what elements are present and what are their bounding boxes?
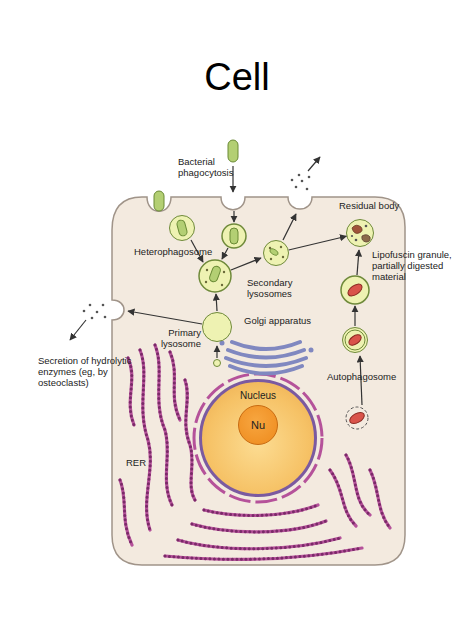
secreted-dot xyxy=(89,304,92,307)
golgi-cisterna xyxy=(228,350,304,358)
golgi-cisterna xyxy=(230,366,302,374)
enzyme-dot xyxy=(280,246,282,248)
enzyme-dot xyxy=(282,256,284,258)
enzyme-dot xyxy=(221,284,223,286)
arrow xyxy=(70,320,86,340)
mitochondrion xyxy=(346,282,364,299)
bacterium xyxy=(176,219,188,237)
secondary-lysosome: Secondary lysosomes xyxy=(263,240,289,266)
forming-membrane xyxy=(346,407,368,429)
secreted-dot xyxy=(83,310,86,313)
diagram-title: Cell xyxy=(0,58,474,96)
fusing-lysosome xyxy=(199,260,231,292)
budding-vesicle xyxy=(214,360,221,367)
residual-body: Residual body xyxy=(346,219,374,247)
secreted-dot xyxy=(308,176,311,179)
autophagosome: Autophagosome xyxy=(342,327,368,353)
arrow xyxy=(283,214,296,240)
arrow xyxy=(231,258,261,270)
lipofuscin xyxy=(362,235,370,242)
secreted-dot xyxy=(96,311,99,314)
secreted-dot xyxy=(104,316,107,319)
secreted-dot xyxy=(291,179,294,182)
phagosome xyxy=(222,224,246,248)
bacterium xyxy=(209,265,222,283)
enzyme-dot xyxy=(223,271,225,273)
arrow xyxy=(222,248,228,259)
part-label: RER xyxy=(126,458,156,469)
secreted-dot xyxy=(91,317,94,320)
enzyme-dot xyxy=(206,269,208,271)
arrow xyxy=(216,294,217,311)
node-label: Secondary lysosomes xyxy=(247,278,303,300)
bacterial-fragment xyxy=(269,248,279,257)
node-label: Nu xyxy=(238,405,278,445)
golgi-vesicle xyxy=(309,348,314,353)
nucleus: NucleusNu xyxy=(199,379,317,497)
inner-membrane xyxy=(345,330,365,350)
arrow xyxy=(233,211,234,222)
arrow xyxy=(128,311,202,324)
mitochondrion xyxy=(347,333,363,348)
nuclear-envelope-rer xyxy=(194,374,322,502)
part-label: Golgi apparatus xyxy=(244,316,324,327)
residue-dot xyxy=(365,225,368,228)
secreted-dot xyxy=(301,180,304,183)
mitochondrion xyxy=(348,410,366,426)
node-label: Nucleus xyxy=(199,390,317,402)
pathway-arrow xyxy=(289,236,347,250)
arrow xyxy=(308,157,320,171)
part-label: Secretion of hydrolytic enzymes (eg, by … xyxy=(38,356,134,389)
residue-dot xyxy=(355,239,358,242)
enzyme-dot xyxy=(270,258,272,260)
node-label: Residual body xyxy=(339,201,411,212)
residue-dot xyxy=(351,235,353,237)
bacterium xyxy=(154,191,164,211)
node-label: Autophagosome xyxy=(327,372,409,383)
nucleolus: Nu xyxy=(238,405,278,445)
enzyme-dot xyxy=(205,281,207,283)
part-label: Lipofuscin granule, partially digested m… xyxy=(372,250,464,283)
secreted-dot xyxy=(102,304,105,307)
secreted-dot xyxy=(295,186,298,189)
secreted-dot xyxy=(298,174,301,177)
heterophagosome: Heterophagosome xyxy=(169,215,195,241)
bacterium xyxy=(230,228,238,244)
node-label: Heterophagosome xyxy=(134,247,216,258)
arrow xyxy=(357,250,359,275)
part-label: Bacterial phagocytosis xyxy=(178,157,240,179)
secondary-lysosome xyxy=(341,276,369,304)
primary-lysosome: Primary lysosome xyxy=(202,312,232,342)
golgi-cisterna xyxy=(232,342,300,349)
node-label: Primary lysosome xyxy=(157,328,201,350)
arrow xyxy=(216,346,217,358)
arrow xyxy=(354,306,355,326)
golgi-cisterna xyxy=(226,358,306,366)
enzyme-dot xyxy=(269,247,271,249)
lipofuscin xyxy=(352,225,362,233)
secreted-dot xyxy=(306,188,309,191)
bacterium xyxy=(228,140,238,162)
